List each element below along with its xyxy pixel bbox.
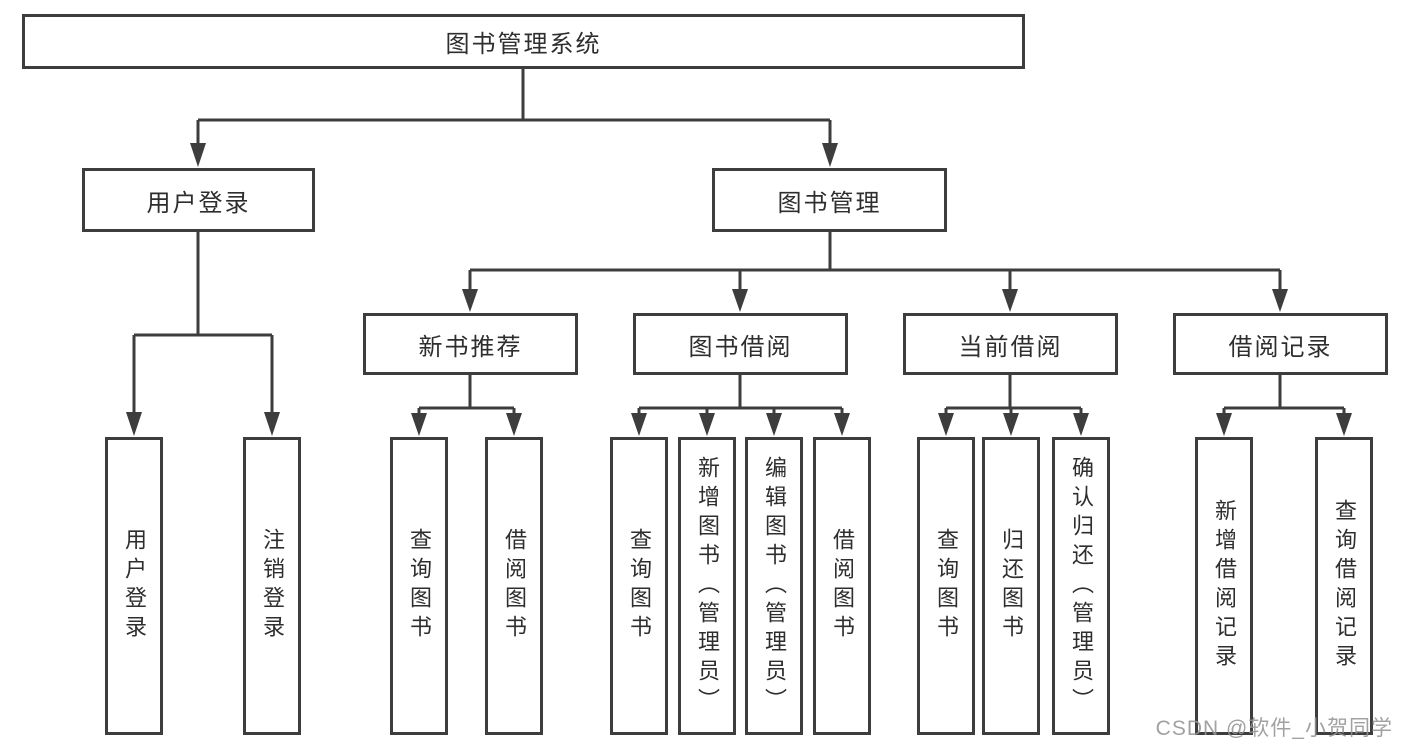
leaf-confirm-return-admin: 确认归还（管理员） xyxy=(1052,437,1110,735)
leaf-logout: 注销登录 xyxy=(243,437,301,735)
leaf-add-borrow-record: 新增借阅记录 xyxy=(1195,437,1253,735)
node-book-borrow-label: 图书借阅 xyxy=(688,333,793,361)
leaf-query-books-1-label: 查询图书 xyxy=(407,528,432,644)
leaf-query-borrow-record: 查询借阅记录 xyxy=(1315,437,1373,735)
node-user-login: 用户登录 xyxy=(82,168,315,232)
leaf-logout-label: 注销登录 xyxy=(260,528,285,644)
leaf-query-borrow-record-label: 查询借阅记录 xyxy=(1332,499,1357,673)
node-current-borrow-label: 当前借阅 xyxy=(958,333,1063,361)
leaf-user-login-label: 用户登录 xyxy=(122,528,147,644)
leaf-borrow-books-2-label: 借阅图书 xyxy=(830,528,855,644)
leaf-return-books: 归还图书 xyxy=(982,437,1040,735)
node-book-management: 图书管理 xyxy=(712,168,947,232)
leaf-borrow-books-1: 借阅图书 xyxy=(485,437,543,735)
node-new-book-recommend: 新书推荐 xyxy=(363,313,578,375)
leaf-add-book-admin-label: 新增图书（管理员） xyxy=(695,455,720,717)
leaf-return-books-label: 归还图书 xyxy=(999,528,1024,644)
leaf-borrow-books-2: 借阅图书 xyxy=(813,437,871,735)
leaf-borrow-books-1-label: 借阅图书 xyxy=(502,528,527,644)
leaf-query-books-3-label: 查询图书 xyxy=(934,528,959,644)
node-user-login-label: 用户登录 xyxy=(146,189,251,217)
node-new-book-recommend-label: 新书推荐 xyxy=(418,333,523,361)
node-borrow-records-label: 借阅记录 xyxy=(1228,333,1333,361)
leaf-add-book-admin: 新增图书（管理员） xyxy=(678,437,736,735)
leaf-query-books-2-label: 查询图书 xyxy=(627,528,652,644)
node-library-system: 图书管理系统 xyxy=(22,14,1025,69)
node-library-system-label: 图书管理系统 xyxy=(445,31,602,58)
leaf-query-books-1: 查询图书 xyxy=(390,437,448,735)
leaf-edit-book-admin: 编辑图书（管理员） xyxy=(745,437,803,735)
node-current-borrow: 当前借阅 xyxy=(903,313,1118,375)
node-book-borrow: 图书借阅 xyxy=(633,313,848,375)
leaf-user-login: 用户登录 xyxy=(105,437,163,735)
csdn-watermark: CSDN @软件_小贺同学 xyxy=(1155,717,1393,740)
node-book-management-label: 图书管理 xyxy=(777,189,882,217)
leaf-add-borrow-record-label: 新增借阅记录 xyxy=(1212,499,1237,673)
leaf-query-books-3: 查询图书 xyxy=(917,437,975,735)
node-borrow-records: 借阅记录 xyxy=(1173,313,1388,375)
leaf-edit-book-admin-label: 编辑图书（管理员） xyxy=(762,455,787,717)
leaf-query-books-2: 查询图书 xyxy=(610,437,668,735)
leaf-confirm-return-admin-label: 确认归还（管理员） xyxy=(1069,455,1094,717)
